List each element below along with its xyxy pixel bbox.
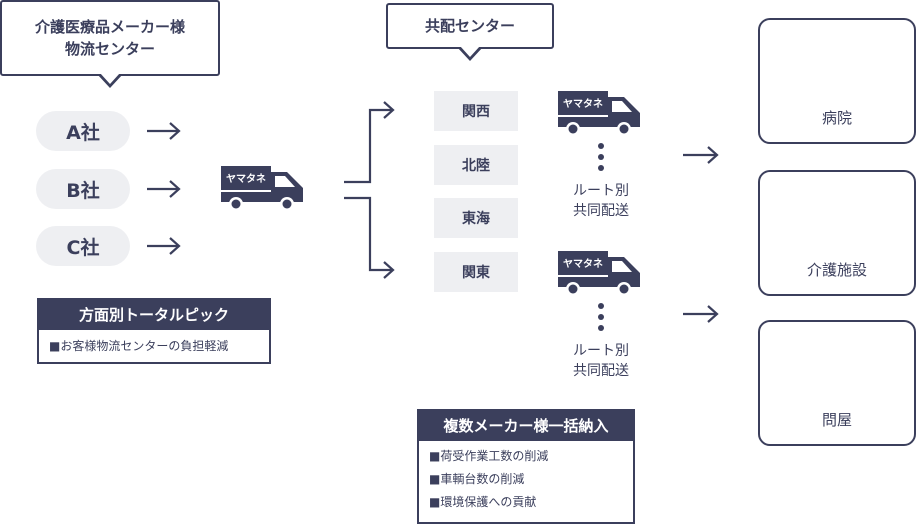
truck-label-main: ヤマタネ xyxy=(226,174,266,185)
maker-center-bubble: 介護医療品メーカー様 物流センター xyxy=(0,0,220,88)
route-label-2-line2: 共同配送 xyxy=(573,363,629,379)
shared-center-bubble: 共配センター xyxy=(386,3,554,61)
destination-card-care-facility: 介護施設 xyxy=(758,170,916,296)
arrow-dest-2 xyxy=(683,305,719,323)
branch-connector xyxy=(344,101,395,279)
bulk-info-item-3: ■環境保護への貢献 xyxy=(429,495,537,509)
arrow-b xyxy=(147,180,181,198)
route-label-1: ルート別 共同配送 xyxy=(556,181,646,221)
company-a: A社 xyxy=(36,111,130,151)
arrow-a xyxy=(147,122,181,140)
pick-info-title: 方面別トータルピック xyxy=(39,300,269,330)
truck-label-route-2: ヤマタネ xyxy=(563,259,603,270)
route-label-2-line1: ルート別 xyxy=(573,343,629,359)
route-dots-1 xyxy=(598,143,604,171)
maker-center-line1: 介護医療品メーカー様 xyxy=(34,17,185,36)
company-b: B社 xyxy=(36,169,130,209)
shared-center-label: 共配センター xyxy=(424,16,515,35)
region-hokuriku: 北陸 xyxy=(434,145,518,185)
arrow-dest-1 xyxy=(683,146,719,164)
bulk-info-item-1: ■荷受作業工数の削減 xyxy=(429,449,549,463)
region-kansai: 関西 xyxy=(434,91,518,131)
route-label-1-line2: 共同配送 xyxy=(573,203,629,219)
truck-label-route-1: ヤマタネ xyxy=(563,99,603,110)
route-dots-2 xyxy=(598,303,604,331)
arrow-c xyxy=(147,237,181,255)
destination-label-care-facility: 介護施設 xyxy=(806,261,867,279)
route-label-1-line1: ルート別 xyxy=(573,183,629,199)
destination-card-wholesaler: 問屋 xyxy=(758,320,916,446)
destination-label-wholesaler: 問屋 xyxy=(821,411,852,429)
company-c: C社 xyxy=(36,226,130,266)
destination-label-hospital: 病院 xyxy=(821,109,852,127)
pick-info-item-1: ■お客様物流センターの負担軽減 xyxy=(49,339,229,353)
maker-center-line2: 物流センター xyxy=(64,40,155,58)
bulk-info-title: 複数メーカー様一括納入 xyxy=(419,411,633,441)
bulk-info-item-2: ■車輌台数の削減 xyxy=(429,472,525,486)
route-label-2: ルート別 共同配送 xyxy=(556,341,646,381)
region-kanto: 関東 xyxy=(434,252,518,292)
bulk-info-box: 複数メーカー様一括納入 ■荷受作業工数の削減 ■車輌台数の削減 ■環境保護への貢… xyxy=(417,409,635,524)
destination-card-hospital: 病院 xyxy=(758,18,916,144)
pick-info-box: 方面別トータルピック ■お客様物流センターの負担軽減 xyxy=(37,298,271,364)
region-tokai: 東海 xyxy=(434,198,518,238)
